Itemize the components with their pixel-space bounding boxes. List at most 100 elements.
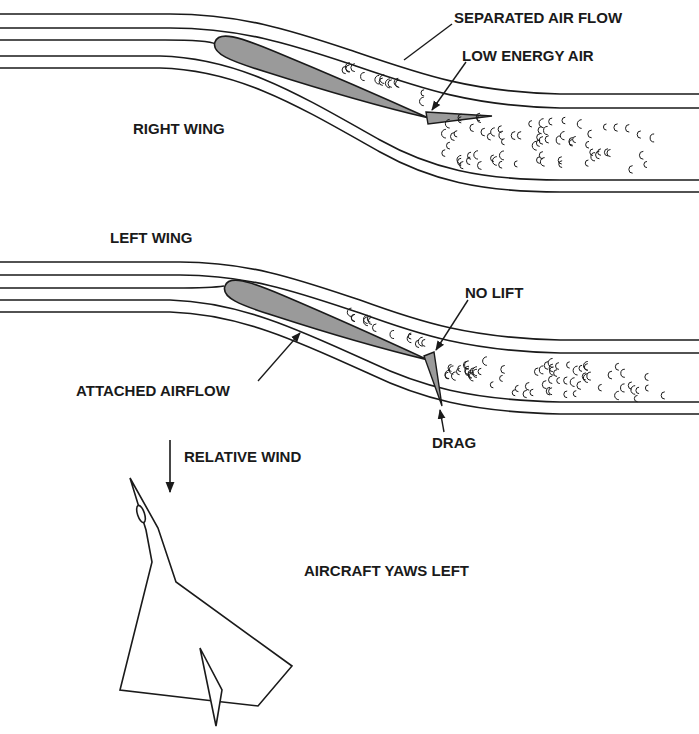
turbulence-swirl	[385, 79, 389, 88]
turbulence-swirl	[477, 115, 481, 122]
turbulence-swirl	[548, 358, 552, 367]
turbulence-swirl	[345, 63, 349, 72]
turbulence-swirl	[457, 155, 461, 164]
turbulence-swirl	[517, 132, 521, 140]
left-aileron-deflected	[424, 352, 442, 406]
turbulence-swirl	[388, 80, 392, 87]
cockpit	[135, 504, 147, 523]
tail-fin	[200, 648, 222, 726]
turbulence-swirl	[634, 395, 637, 401]
turbulence-swirl	[421, 90, 424, 96]
streamline	[0, 300, 699, 402]
leader-lines	[258, 24, 468, 432]
turbulence-swirl	[351, 314, 354, 321]
turbulence-swirl	[407, 334, 411, 342]
turbulence-swirl	[390, 330, 394, 338]
turbulence-swirl	[598, 384, 601, 391]
turbulence-swirl	[363, 317, 367, 326]
turbulence-swirl	[550, 367, 554, 375]
turbulence-swirl	[628, 382, 632, 389]
turbulence-swirl	[452, 372, 456, 380]
turbulence-swirl	[564, 377, 568, 384]
turbulence-swirl	[478, 368, 481, 374]
turbulence-swirl	[420, 97, 424, 105]
turbulence-swirl	[591, 153, 595, 161]
turbulence-swirl	[515, 385, 518, 391]
turbulence-swirl	[481, 128, 485, 136]
callout-label: SEPARATED AIR FLOW	[454, 9, 622, 27]
turbulence-swirl	[529, 121, 532, 127]
turbulence-swirl	[458, 117, 461, 123]
turbulence-swirl	[621, 369, 625, 377]
turbulence-swirl	[483, 357, 487, 366]
turbulence-swirl	[463, 361, 467, 369]
turbulence-swirl	[539, 119, 543, 128]
turbulence-swirl	[588, 130, 592, 138]
turbulence-swirl	[544, 362, 548, 370]
turbulence-swirl	[395, 80, 399, 88]
turbulence-swirl	[615, 363, 618, 370]
leader-line	[436, 300, 468, 350]
turbulence-swirl	[608, 371, 612, 379]
turbulence-swirl	[445, 370, 449, 378]
turbulence-swirl	[639, 151, 643, 159]
streamline	[0, 56, 699, 180]
turbulence-swirl	[554, 370, 557, 377]
callout-label: ATTACHED AIRFLOW	[76, 382, 230, 400]
turbulence-swirl	[445, 119, 449, 128]
turbulence-swirl	[644, 161, 647, 167]
turbulence-swirl	[477, 162, 481, 170]
callout-label: NO LIFT	[465, 284, 523, 302]
turbulence-swirl	[577, 382, 581, 390]
turbulence-swirl	[372, 324, 376, 332]
turbulence-swirl	[645, 385, 648, 391]
wing-label: RIGHT WING	[133, 120, 225, 138]
turbulence-swirl	[586, 141, 589, 148]
turbulence-swirl	[534, 368, 538, 376]
turbulence-swirl	[559, 161, 562, 168]
turbulence-swirl	[539, 366, 543, 374]
turbulence-swirl	[442, 150, 445, 157]
turbulence-swirl	[375, 75, 379, 84]
callout-label: DRAG	[432, 434, 476, 452]
left-wing-airfoil	[221, 275, 432, 371]
turbulence-swirl	[631, 386, 635, 395]
streamline	[0, 275, 699, 353]
relative-wind-arrow	[169, 440, 171, 492]
turbulence-swirl	[615, 391, 619, 399]
turbulence-swirl	[394, 78, 398, 86]
turbulence-swirl	[545, 136, 549, 143]
turbulence-swirl	[487, 133, 490, 140]
turbulence-swirl	[368, 317, 372, 324]
turbulence-swirl	[537, 157, 540, 164]
turbulence-swirl	[585, 160, 588, 166]
turbulence-swirl	[549, 376, 553, 383]
turbulence-swirl	[569, 137, 573, 145]
turbulence	[347, 308, 664, 402]
turbulence-swirl	[499, 161, 502, 168]
turbulence-swirl	[361, 72, 365, 80]
turbulence-swirl	[351, 64, 355, 72]
turbulence-swirl	[530, 389, 533, 396]
turbulence-swirl	[458, 366, 461, 372]
turbulence-swirl	[570, 378, 574, 387]
turbulence-swirl	[511, 132, 515, 140]
turbulence-swirl	[556, 363, 559, 370]
turbulence-swirl	[549, 118, 552, 125]
turbulence-swirl	[564, 391, 567, 398]
turbulence	[342, 63, 654, 174]
turbulence-swirl	[569, 140, 572, 147]
turbulence-swirl	[499, 131, 503, 139]
turbulence-swirl	[604, 149, 608, 156]
turbulence-swirl	[650, 134, 654, 142]
turbulence-swirl	[573, 136, 576, 142]
turbulence-swirl	[577, 120, 581, 129]
turbulence-swirl	[380, 75, 384, 84]
turbulence-swirl	[347, 308, 351, 316]
turbulence-swirl	[523, 390, 527, 397]
turbulence-swirl	[514, 161, 517, 167]
turbulence-swirl	[454, 131, 457, 137]
caption-label: AIRCRAFT YAWS LEFT	[304, 562, 469, 580]
leader-line	[258, 333, 300, 381]
turbulence-swirl	[512, 390, 515, 396]
